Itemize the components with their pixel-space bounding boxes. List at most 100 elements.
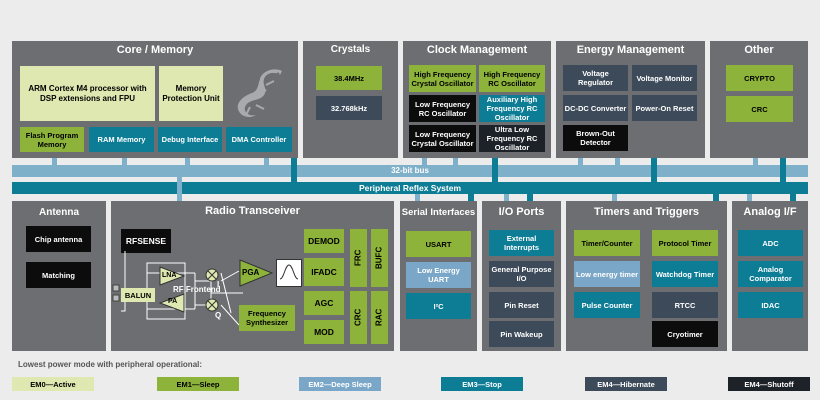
rf-frontend-label: RF Frontend [173, 285, 221, 294]
mod-block: MOD [304, 320, 344, 344]
prs-connector [651, 158, 657, 182]
bus-connector [422, 158, 427, 165]
adc-block: ADC [738, 230, 803, 256]
serial-interfaces-title: Serial Interfaces [401, 207, 476, 218]
balun-block: BALUN [121, 288, 155, 302]
clock-management-panel: Clock Management High Frequency Crystal … [403, 41, 551, 158]
lfrco-block: Low Frequency RC Oscillator [409, 95, 476, 122]
aux-hfrco-block: Auxiliary High Frequency RC Oscillator [479, 95, 545, 122]
fsynth-block: Frequency Synthesizer [239, 305, 295, 331]
dcdc-converter-block: DC-DC Converter [563, 95, 628, 121]
bus-connector [453, 158, 458, 165]
legend-label: Lowest power mode with peripheral operat… [18, 360, 203, 369]
bus-connector [578, 158, 583, 165]
pulse-counter-block: Pulse Counter [574, 292, 640, 318]
low-energy-timer-block: Low energy timer [574, 261, 640, 287]
timers-triggers-title: Timers and Triggers [594, 206, 699, 218]
arm-cortex-block: ARM Cortex M4 processor with DSP extensi… [20, 66, 155, 121]
ulfrco-block: Ultra Low Frequency RC Oscillator [479, 125, 545, 152]
prs-connector [790, 194, 796, 201]
lna-label: LNA [162, 272, 177, 279]
core-memory-panel: Core / Memory ARM Cortex M4 processor wi… [12, 41, 298, 158]
prs-connector [713, 194, 719, 201]
gpio-block: General Purpose I/O [489, 261, 554, 287]
prs-connector [468, 194, 474, 201]
bus-32bit [12, 165, 808, 177]
lfxo-block: Low Frequency Crystal Oscillator [409, 125, 476, 152]
legend-em0: EM0—Active [12, 377, 94, 391]
core-memory-title: Core / Memory [116, 44, 194, 56]
timers-triggers-panel: Timers and Triggers Timer/Counter Protoc… [566, 201, 727, 351]
radio-transceiver-title: Radio Transceiver [205, 205, 300, 217]
power-on-reset-block: Power-On Reset [632, 95, 697, 121]
demod-block: DEMOD [304, 229, 344, 253]
serial-interfaces-panel: Serial Interfaces USART Low Energy UART … [400, 201, 477, 351]
voltage-regulator-block: Voltage Regulator [563, 65, 628, 91]
pga-amplifier-icon [239, 259, 273, 287]
leuart-block: Low Energy UART [406, 262, 471, 288]
usart-block: USART [406, 231, 471, 257]
frc-block: FRC [350, 229, 367, 287]
bus-connector [747, 194, 752, 201]
lna-amplifier-icon [159, 266, 185, 286]
hfxo-block: High Frequency Crystal Oscillator [409, 65, 476, 92]
q-label: Q [215, 311, 222, 320]
analog-if-panel: Analog I/F ADC Analog Comparator IDAC [732, 201, 808, 351]
voltage-monitor-block: Voltage Monitor [632, 65, 697, 91]
filter-icon [276, 259, 302, 287]
debug-interface-block: Debug Interface [158, 127, 222, 152]
crystals-panel: Crystals 38.4MHz 32.768kHz [303, 41, 398, 158]
timer-counter-block: Timer/Counter [574, 230, 640, 256]
clock-management-title: Clock Management [426, 44, 528, 56]
pin-wakeup-block: Pin Wakeup [489, 321, 554, 347]
legend-em2: EM2—Deep Sleep [299, 377, 381, 391]
mixer-q-icon [205, 298, 219, 312]
hfrco-block: High Frequency RC Oscillator [479, 65, 545, 92]
ram-memory-block: RAM Memory [89, 127, 154, 152]
prs-connector [291, 158, 297, 182]
bus-connector [615, 158, 620, 165]
io-ports-panel: I/O Ports External Interrupts General Pu… [482, 201, 561, 351]
bus-connector [264, 158, 269, 165]
analog-if-title: Analog I/F [743, 206, 797, 218]
pa-label: PA [168, 298, 178, 305]
brown-out-detector-block: Brown-Out Detector [563, 125, 628, 151]
other-panel: Other CRYPTO CRC [710, 41, 808, 158]
bus-connector [612, 194, 617, 201]
crc-block: CRC [726, 96, 793, 122]
bus-32bit-label: 32-bit bus [391, 166, 429, 175]
crystal-32khz-block: 32.768kHz [316, 96, 382, 120]
peripheral-reflex-label: Peripheral Reflex System [358, 183, 462, 193]
prs-connector [527, 194, 533, 201]
pga-label: PGA [242, 268, 260, 277]
antenna-panel: Antenna Chip antenna Matching [12, 201, 106, 351]
bus-connector [177, 177, 182, 201]
rtcc-block: RTCC [652, 292, 718, 318]
prs-connector [492, 158, 498, 182]
rac-block: RAC [371, 291, 388, 344]
external-interrupts-block: External Interrupts [489, 230, 554, 256]
dma-controller-block: DMA Controller [226, 127, 292, 152]
energy-management-panel: Energy Management Voltage Regulator Volt… [556, 41, 705, 158]
bufc-block: BUFC [371, 229, 388, 287]
legend-em1: EM1—Sleep [157, 377, 239, 391]
energy-management-title: Energy Management [576, 44, 685, 56]
crypto-block: CRYPTO [726, 65, 793, 91]
io-ports-title: I/O Ports [498, 206, 545, 218]
radio-transceiver-panel: Radio Transceiver RFSENSE BALUN LNA PA R… [111, 201, 394, 351]
antenna-title: Antenna [39, 207, 79, 218]
i2c-block: I²C [406, 293, 471, 319]
legend-em4-shutoff: EM4—Shutoff [728, 377, 810, 391]
prs-connector [780, 158, 786, 182]
mixer-i-icon [205, 268, 219, 282]
bus-connector [185, 158, 190, 165]
i-label: I [217, 280, 220, 289]
ifadc-block: IFADC [304, 258, 344, 286]
analog-comparator-block: Analog Comparator [738, 261, 803, 287]
agc-block: AGC [304, 291, 344, 315]
other-title: Other [744, 44, 774, 56]
bus-connector [122, 158, 127, 165]
pa-amplifier-icon [159, 293, 185, 313]
watchdog-timer-block: Watchdog Timer [652, 261, 718, 287]
mpu-block: Memory Protection Unit [159, 66, 223, 121]
